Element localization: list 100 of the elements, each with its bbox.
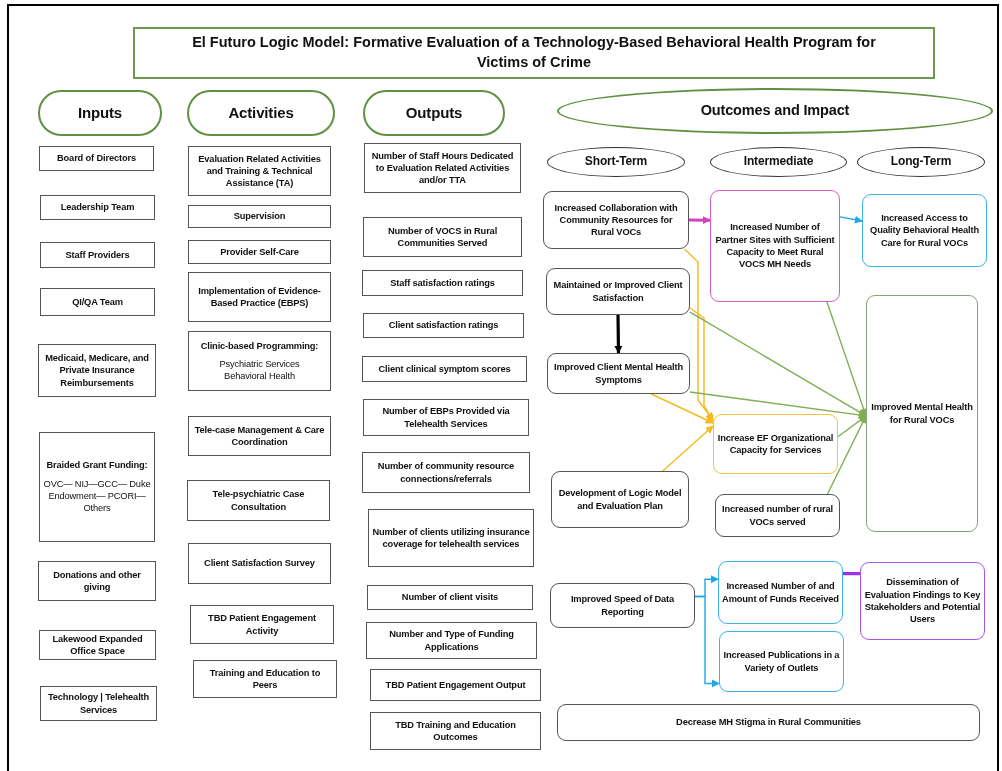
arrow [614, 314, 623, 354]
node-label: Increase EF Organizational Capacity for Services [717, 431, 834, 457]
node-label: Braided Grant Funding: [46, 459, 148, 472]
outcome-box [866, 295, 978, 532]
node-label: Number of community resource connections/referrals [376, 460, 516, 485]
item-box [363, 313, 524, 338]
node-label: Lakewood Expanded Office Space [51, 632, 144, 658]
item-box [188, 272, 331, 322]
item-box [363, 217, 522, 257]
node-label: Board of Directors [57, 152, 136, 165]
node-label: TBD Patient Engagement Output [385, 678, 526, 692]
node-label: QI/QA Team [72, 295, 123, 309]
outcome-box [551, 471, 689, 528]
node-label: Donations and other giving [52, 568, 142, 594]
outcome-box [862, 194, 987, 267]
outcome-box [715, 494, 840, 537]
item-box [370, 669, 541, 701]
node-label: Long-Term [890, 154, 952, 170]
item-box [188, 240, 331, 264]
node-label: TBD Patient Engagement Activity [207, 612, 317, 637]
item-box [40, 288, 155, 316]
node-label: Number of clients utilizing insurance coverage for telehealth services [372, 525, 530, 551]
item-box [188, 543, 331, 584]
node-label: Number of Staff Hours Dedicated to Evaluation Related Activities and/or TTA [370, 149, 515, 187]
node-label: Technology | Telehealth Services [46, 691, 151, 716]
node-label: Increased Number of Partner Sites with Sufficient Capacity to Meet Rural VOCS MH Needs [714, 221, 836, 271]
item-box [362, 452, 530, 493]
item-box [193, 660, 337, 698]
node-label: Number of client visits [401, 591, 499, 604]
node-label: Leadership Team [60, 201, 135, 214]
column-header [38, 90, 162, 136]
node-label: Number of VOCS in Rural Communities Served [386, 224, 499, 250]
item-box [188, 416, 331, 456]
node-label: Implementation of Evidence-Based Practice (EBPS) [197, 284, 322, 310]
node-label: Increased Collaboration with Community Resources for Rural VOCs [553, 201, 679, 239]
item-box [38, 561, 156, 601]
arrow [689, 391, 867, 419]
arrow [837, 415, 867, 438]
node-detail: OVC— NIJ—GCC— Duke Endowment— PCORI— Others [43, 477, 151, 515]
node-label: Inputs [77, 103, 123, 123]
item-box [362, 270, 523, 296]
item-box [362, 356, 527, 382]
node-label: Tele-case Management & Care Coordination [193, 423, 326, 449]
outcome-box [713, 414, 838, 474]
outcome-box [546, 268, 690, 315]
item-box [370, 712, 541, 750]
item-box [39, 630, 156, 660]
outcome-box [860, 562, 985, 640]
node-label: Maintained or Improved Client Satisfaction [552, 279, 684, 304]
node-label: Improved Client Mental Health Symptoms [553, 361, 684, 386]
arrow [689, 307, 714, 423]
node-label: Medicaid, Medicare, and Private Insurance Reimbursements [44, 352, 150, 389]
node-label: Evaluation Related Activities and Training & Technical Assistance (TA) [197, 152, 322, 190]
column-header [187, 90, 335, 136]
outcome-box [710, 190, 840, 302]
diagram-title: El Futuro Logic Model: Formative Evaluation of a Technology-Based Behavioral Health Program for Victims of Crime [133, 27, 935, 79]
outcome-box [543, 191, 689, 249]
item-box [38, 344, 156, 397]
arrow [826, 301, 868, 417]
node-detail: Behavioral Health [224, 370, 295, 383]
outcome-box [718, 561, 843, 624]
node-label: Supervision [233, 210, 286, 223]
item-box [368, 509, 534, 567]
item-box [39, 146, 154, 171]
outcome-box [719, 631, 844, 692]
node-label: Staff satisfaction ratings [390, 276, 495, 290]
node-label: Client Satisfaction Survey [204, 557, 315, 570]
node-label: Activities [228, 103, 294, 123]
item-box [190, 605, 334, 644]
arrow [662, 425, 714, 472]
outcome-box [550, 583, 695, 628]
node-label: Provider Self-Care [220, 245, 299, 259]
node-label: Tele-psychiatric Case Consultation [211, 488, 306, 513]
node-label: Outcomes and Impact [700, 101, 850, 121]
item-box [188, 331, 331, 391]
node-label: Increased Publications in a Variety of Outlets [723, 649, 840, 674]
node-label: Client clinical symptom scores [378, 362, 511, 376]
item-box [364, 143, 521, 193]
node-label: Increased Number of and Amount of Funds Received [722, 580, 839, 605]
item-box [188, 205, 331, 228]
item-box [367, 585, 533, 610]
item-box [40, 242, 155, 268]
node-label: Number of EBPs Provided via Telehealth Services [381, 405, 511, 430]
arrow [694, 595, 720, 688]
outcome-box [547, 353, 690, 394]
arrow [689, 216, 711, 225]
node-label: Outputs [405, 103, 463, 123]
node-label: Staff Providers [65, 248, 130, 262]
arrow [650, 393, 714, 424]
node-label: Improved Mental Health for Rural VOCs [870, 401, 974, 426]
item-box [363, 399, 529, 436]
item-box [187, 480, 330, 521]
outcome-box [557, 704, 980, 741]
node-label: Decrease MH Stigma in Rural Communities [676, 716, 861, 729]
node-label: Number and Type of Funding Applications [388, 628, 515, 653]
node-label: Intermediate [743, 154, 814, 170]
node-label: Improved Speed of Data Reporting [569, 593, 676, 618]
node-label: TBD Training and Education Outcomes [394, 718, 517, 744]
node-label: Training and Education to Peers [208, 666, 322, 692]
node-label: Increased Access to Quality Behavioral Health Care for Rural VOCs [869, 212, 980, 249]
